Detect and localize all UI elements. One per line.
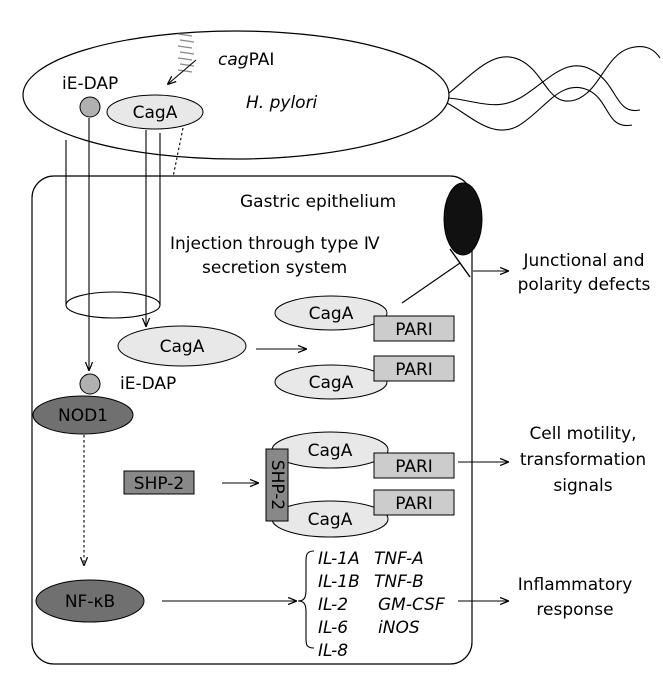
dna-icon — [177, 33, 195, 73]
gene-gm-csf: GM-CSF — [378, 595, 445, 615]
junction-inhibition-line — [401, 262, 461, 304]
outcome-motility-line-3: signals — [553, 476, 612, 496]
shp2-complex-pari-bottom-label: PARI — [395, 494, 433, 514]
caga-pari-complex-1-pari-label: PARI — [395, 320, 433, 340]
injected-caga — [117, 325, 247, 367]
bacterium-body — [22, 30, 450, 160]
shp2-complex-pari-top — [373, 452, 455, 479]
type-iv-secretion-tube — [65, 133, 161, 319]
ie-dap-cytoplasm-label: iE-DAP — [120, 374, 176, 394]
gene-inos: iNOS — [378, 618, 420, 638]
junction-inhibition-bar — [449, 248, 471, 278]
bacterium-ie-dap — [79, 96, 101, 118]
outcome-inflammatory-line-2: response — [536, 600, 613, 620]
pai-to-caga-arrow — [168, 59, 197, 84]
bacterium-caga-label: CagA — [133, 103, 178, 123]
shp2-complex-caga-top-label: CagA — [308, 441, 353, 461]
caga-pari-complex-2-caga — [274, 364, 388, 400]
bacterium-name: H. pylori — [246, 93, 318, 113]
tight-junction — [443, 182, 483, 256]
caga-pari-complex-1-caga-label: CagA — [309, 304, 354, 324]
gene-tnf-a: TNF-A — [374, 549, 424, 569]
nfkb-label: NF-κB — [65, 592, 115, 612]
outcome-junctional-line-1: Junctional and — [522, 251, 644, 271]
caga-pari-complex-1-caga — [274, 295, 388, 331]
gene-il-6: IL-6 — [318, 618, 348, 638]
gene-il-2: IL-2 — [318, 595, 348, 615]
outcome-inflammatory-line-1: Inflammatory — [518, 575, 633, 595]
shp2-complex-pari-top-label: PARI — [395, 457, 433, 477]
caga-pari-complex-2-pari-label: PARI — [395, 360, 433, 380]
nfkb — [35, 579, 145, 623]
outcome-junctional-line-2: polarity defects — [518, 275, 651, 295]
gene-tnf-b: TNF-B — [374, 572, 424, 592]
bound-shp2 — [265, 448, 289, 522]
injected-caga-label: CagA — [160, 337, 205, 357]
shp2-complex-pari-bottom — [373, 489, 455, 516]
outcome-motility-line-2: transformation — [520, 450, 646, 470]
caga-injection-dotted-arrow — [170, 127, 184, 192]
ie-dap-cytoplasm — [79, 373, 101, 395]
bacterium-ie-dap-label: iE-DAP — [62, 74, 118, 94]
injection-line-1: Injection through type Ⅳ — [170, 234, 380, 254]
caga-pari-complex-2-pari — [373, 355, 455, 382]
target-gene-list: IL-1A IL-1B IL-2 IL-6 IL-8 TNF-A TNF-B G… — [318, 549, 445, 661]
gene-il-1b: IL-1B — [318, 572, 360, 592]
gastric-epithelium-cell — [31, 175, 473, 665]
gene-list-brace — [297, 550, 315, 649]
caga-pari-complex-1-pari — [373, 315, 455, 342]
bacterium-flagella — [446, 46, 661, 131]
shp2-complex-caga-bottom-label: CagA — [308, 510, 353, 530]
bound-shp2-label: SHP-2 — [267, 460, 287, 510]
injection-line-2: secretion system — [202, 258, 347, 278]
outcome-motility-line-1: Cell motility, — [529, 424, 636, 444]
gene-il-8: IL-8 — [318, 641, 348, 661]
nod1 — [32, 395, 134, 435]
nod1-label: NOD1 — [58, 406, 108, 426]
bacterium-caga — [106, 94, 204, 130]
caga-pari-complex-2-caga-label: CagA — [309, 373, 354, 393]
cagpai-label: cagPAI — [218, 50, 274, 70]
free-shp2-label: SHP-2 — [134, 474, 184, 494]
cell-name: Gastric epithelium — [240, 192, 396, 212]
gene-il-1a: IL-1A — [318, 549, 360, 569]
free-shp2 — [123, 470, 195, 495]
